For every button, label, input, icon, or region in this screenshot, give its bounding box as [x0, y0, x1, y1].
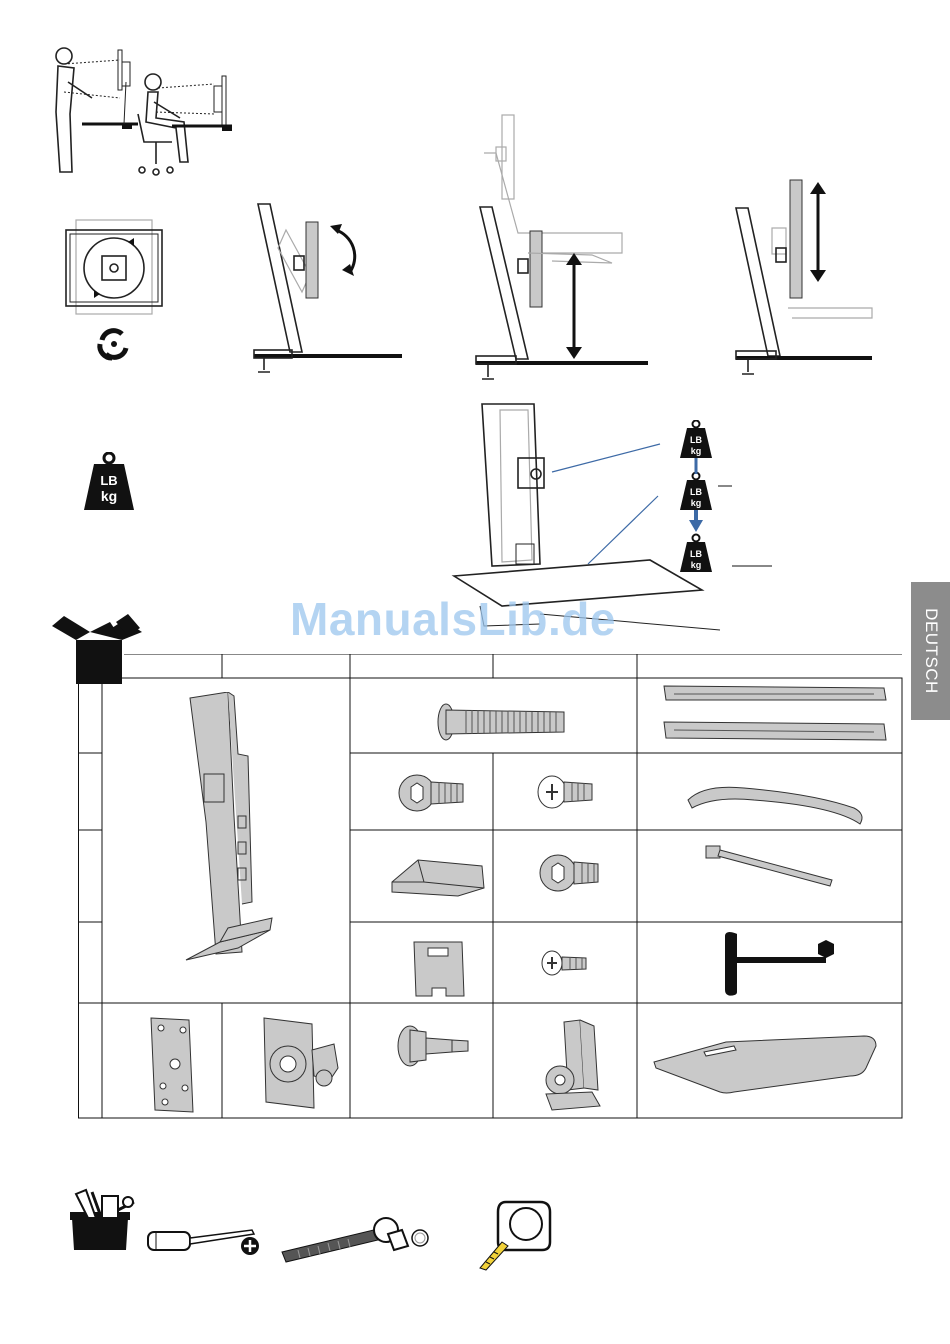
watermark: ManualsLib.de — [290, 592, 670, 646]
part-long-bolt — [436, 700, 566, 744]
part-cable-tie — [702, 840, 842, 890]
toolbox-icon — [62, 1188, 138, 1256]
svg-text:kg: kg — [691, 498, 702, 508]
part-post — [180, 692, 280, 972]
svg-text:kg: kg — [691, 560, 702, 570]
rotation-icon — [100, 331, 126, 358]
part-hex-key — [718, 932, 838, 996]
part-vesa-plate — [145, 1014, 203, 1114]
language-tab-label: DEUTSCH — [921, 608, 941, 694]
part-clip — [388, 852, 488, 902]
part-button-screw — [538, 846, 602, 900]
part-thumb-screw — [396, 1022, 476, 1072]
socket-wrench-icon — [278, 1210, 438, 1266]
tilt-diagram — [250, 200, 410, 385]
language-tab[interactable]: DEUTSCH — [911, 582, 950, 720]
part-cable-cover — [684, 780, 874, 830]
weight-label-lb: LB — [100, 473, 117, 488]
height-range-diagram — [732, 178, 877, 388]
height-adjust-diagram — [472, 113, 657, 388]
weight-tension-scale: LB kg LB kg LB kg — [676, 420, 786, 580]
svg-text:LB: LB — [690, 549, 702, 559]
svg-text:LB: LB — [690, 487, 702, 497]
part-small-phillips-screw — [540, 948, 590, 978]
phillips-screwdriver-icon — [146, 1222, 264, 1258]
part-plate — [412, 940, 468, 1000]
tape-measure-icon — [476, 1196, 556, 1272]
part-shelf — [650, 1032, 882, 1100]
svg-text:kg: kg — [691, 446, 702, 456]
part-tilt-bracket — [540, 1018, 610, 1114]
svg-text:LB: LB — [690, 435, 702, 445]
ergonomic-posture-icon — [52, 42, 242, 180]
rotation-diagram — [62, 218, 172, 363]
weight-icon: LB kg — [82, 452, 136, 512]
part-hex-screw — [397, 768, 467, 818]
weight-label-kg: kg — [101, 488, 117, 504]
part-rails — [660, 684, 890, 748]
part-phillips-screw — [536, 770, 596, 814]
part-pivot-mount — [258, 1014, 342, 1114]
